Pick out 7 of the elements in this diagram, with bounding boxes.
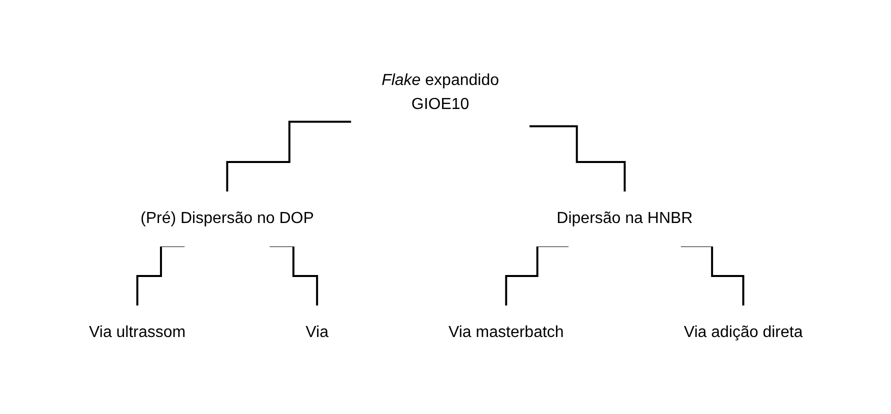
- node-text: Via adição direta: [683, 324, 802, 341]
- node-text: Via masterbatch: [448, 324, 564, 341]
- node-text: Via ultrassom: [88, 324, 186, 341]
- node-text: Flake expandido GIOE10: [381, 72, 499, 113]
- node-text: Via: [305, 324, 328, 341]
- connector: [226, 120, 352, 193]
- connector: [528, 125, 626, 193]
